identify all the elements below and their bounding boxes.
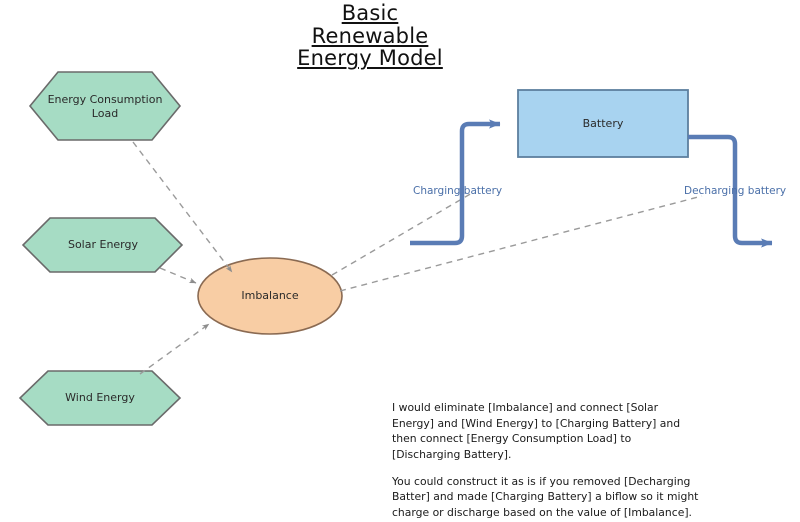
notes-paragraph-1: I would eliminate [Imbalance] and connec… [392, 401, 681, 461]
node-wind-energy[interactable] [18, 370, 182, 426]
node-imbalance[interactable] [197, 257, 343, 335]
node-solar-energy[interactable] [21, 217, 184, 273]
edge-label-charging-battery: Charging battery [413, 185, 503, 197]
edge-imbalance-to-charging[interactable] [331, 192, 473, 276]
notes-paragraph-2: You could construct it as is if you remo… [392, 474, 699, 519]
flow-discharging-battery[interactable] [688, 134, 773, 248]
notes-block: I would eliminate [Imbalance] and connec… [392, 400, 702, 520]
title-line-2: Renewable [311, 23, 429, 48]
diagram-title: Basic Renewable Energy Model [230, 2, 510, 70]
title-line-3: Energy Model [297, 46, 443, 71]
edge-solar-to-imbalance[interactable] [159, 267, 197, 284]
edge-label-discharging-battery: Decharging battery [684, 185, 787, 197]
edge-wind-to-imbalance[interactable] [139, 323, 210, 375]
edge-load-to-imbalance[interactable] [132, 141, 233, 273]
node-battery[interactable] [517, 89, 689, 158]
flow-charging-battery[interactable] [410, 119, 501, 246]
edge-imbalance-to-discharging[interactable] [339, 195, 703, 292]
title-line-1: Basic [341, 1, 399, 25]
node-energy-consumption-load[interactable] [28, 71, 182, 141]
